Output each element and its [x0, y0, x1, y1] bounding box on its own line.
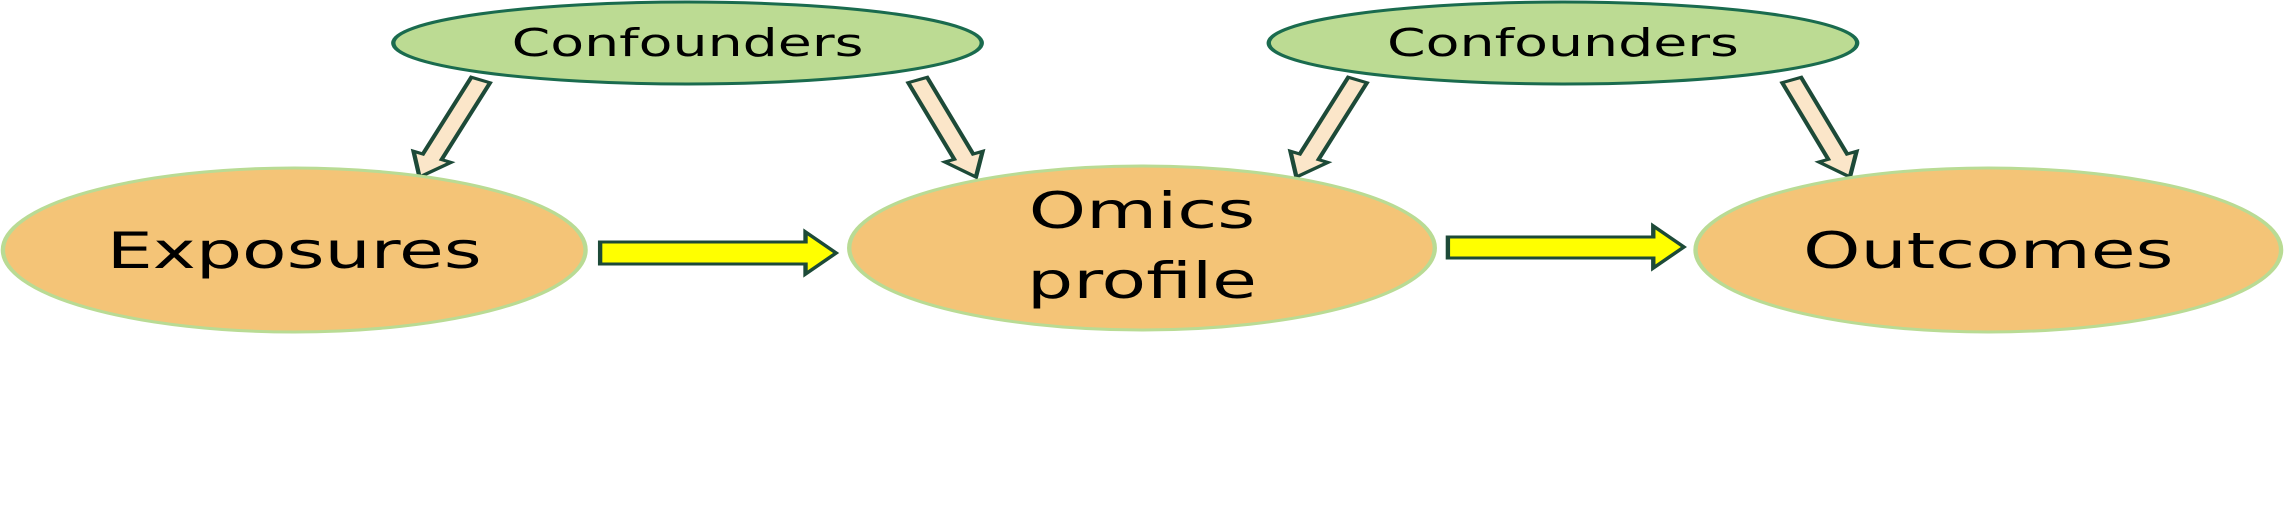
- arrow-confounders2-to-outcomes: [1779, 75, 1860, 180]
- outcomes-node: [1693, 166, 2284, 334]
- exposures-node: [0, 166, 588, 334]
- confounders-node-1: [391, 0, 984, 86]
- arrow-exposures-to-omics: [597, 228, 840, 278]
- omics-label-line2: profile: [1027, 252, 1257, 310]
- arrow-omics-to-outcomes: [1445, 222, 1687, 272]
- arrow-confounders2-to-omics: [1287, 75, 1370, 180]
- exposures-label: Exposures: [107, 222, 482, 280]
- arrow-confounders1-to-exposures: [410, 75, 493, 180]
- confounders-label-2: Confounders: [1387, 22, 1739, 66]
- omics-label-line1: Omics: [1029, 182, 1255, 240]
- arrow-confounders1-to-omics: [905, 75, 986, 180]
- confounders-label-1: Confounders: [512, 22, 864, 66]
- confounders-node-2: [1266, 0, 1860, 86]
- outcomes-label: Outcomes: [1803, 222, 2173, 280]
- omics-profile-node: [847, 164, 1437, 332]
